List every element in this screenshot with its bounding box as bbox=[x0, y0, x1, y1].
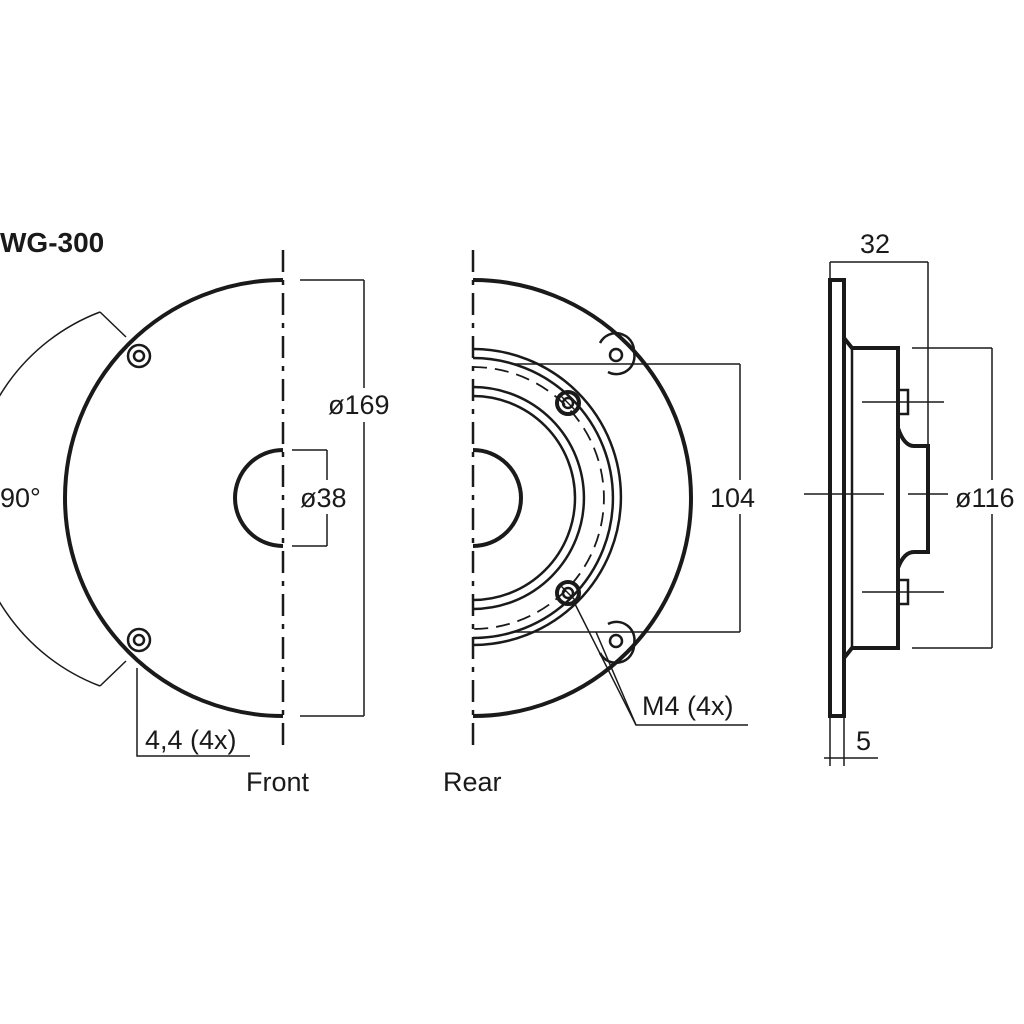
dispersion-tick-top bbox=[99, 311, 127, 338]
rear-thread-insert-top bbox=[555, 390, 581, 416]
rear-view: 104 M4 (4x) Rear bbox=[443, 250, 766, 797]
thickness-label: 5 bbox=[856, 726, 871, 756]
thread-leader-b bbox=[595, 631, 637, 726]
side-flange-plate bbox=[828, 278, 846, 718]
thread-spacing-label: 104 bbox=[710, 483, 755, 513]
side-horn-body bbox=[842, 336, 900, 660]
front-throat-edge bbox=[233, 448, 284, 548]
depth-label: 32 bbox=[860, 229, 890, 259]
rear-thread-insert-bottom bbox=[555, 580, 581, 606]
rear-view-label: Rear bbox=[443, 767, 502, 797]
rear-mounting-tab-bottom bbox=[598, 620, 636, 664]
dispersion-label-bg bbox=[0, 478, 50, 518]
model-title: WG-300 bbox=[0, 227, 104, 258]
mounting-hole-leader bbox=[136, 668, 250, 757]
flange-diameter-label: ø116 bbox=[955, 483, 1015, 513]
dispersion-angle-arc bbox=[0, 311, 101, 687]
outer-dim-label-bg bbox=[326, 388, 398, 422]
spacing-label-bg bbox=[708, 480, 766, 514]
rear-throat-edge bbox=[472, 448, 523, 548]
front-mounting-hole-top bbox=[126, 343, 152, 369]
front-view-label: Front bbox=[246, 767, 310, 797]
front-mounting-hole-bottom bbox=[126, 627, 152, 653]
throat-dim-label-bg bbox=[300, 480, 358, 514]
rear-ring-outer bbox=[472, 347, 623, 647]
thread-label: M4 (4x) bbox=[642, 691, 734, 721]
front-view: 90° ø169 ø38 4,4 (4x) Front bbox=[0, 250, 398, 797]
rear-bolt-circle bbox=[472, 366, 605, 630]
outer-diameter-label: ø169 bbox=[328, 390, 390, 420]
dispersion-tick-bottom bbox=[99, 660, 127, 687]
rear-mounting-tab-top bbox=[598, 332, 636, 376]
dispersion-angle-label: 90° bbox=[0, 483, 41, 513]
throat-diameter-label: ø38 bbox=[300, 483, 347, 513]
rear-ring-middle bbox=[472, 385, 586, 611]
side-view: 32 ø116 5 bbox=[804, 229, 1024, 766]
front-outer-edge bbox=[63, 278, 284, 718]
rear-ring-outer-inner bbox=[472, 356, 615, 640]
mounting-hole-label: 4,4 (4x) bbox=[145, 725, 237, 755]
side-throat-adapter bbox=[896, 427, 930, 569]
rear-ring-inner bbox=[472, 394, 577, 602]
rear-outer-edge bbox=[472, 278, 693, 718]
flange-label-bg bbox=[954, 480, 1024, 514]
